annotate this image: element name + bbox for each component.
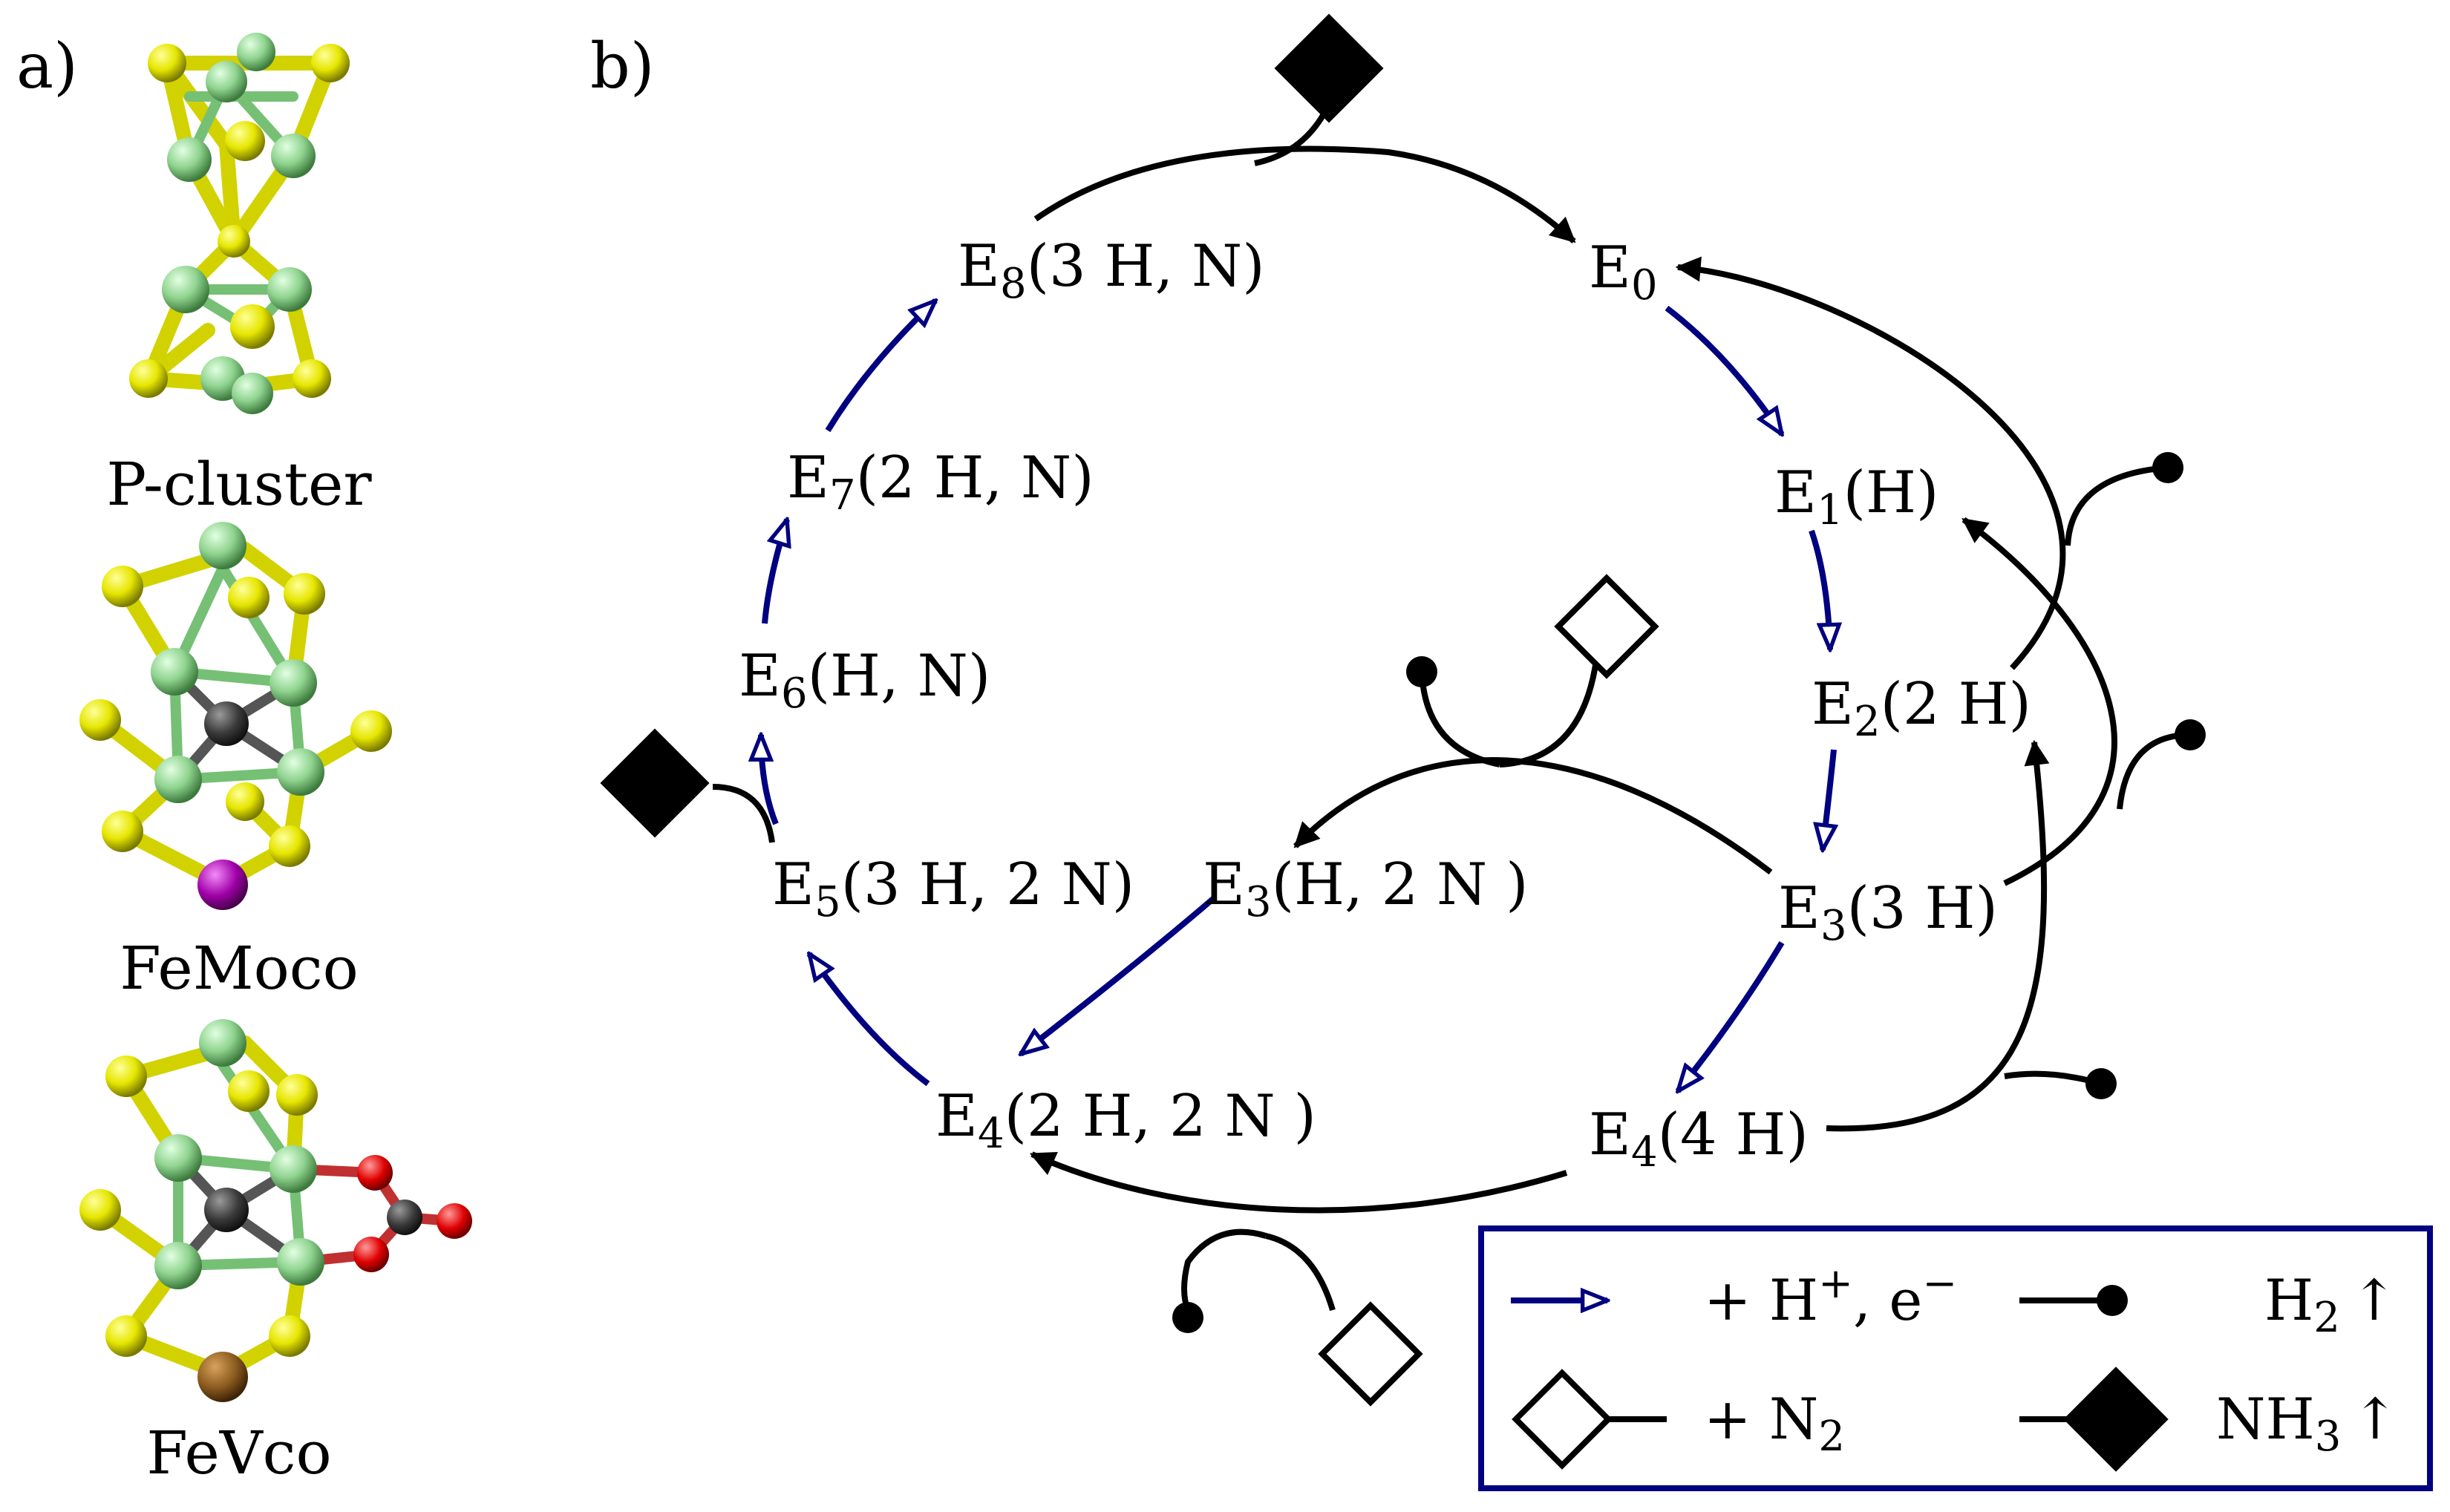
h2-release-dot [2085, 1068, 2117, 1099]
h2-release-dot [2175, 719, 2206, 750]
h2-release-dot [1406, 656, 1437, 687]
h2-release-dot [2152, 452, 2183, 483]
p-cluster-structure [129, 33, 350, 414]
n2-binding-markers [1318, 574, 1659, 1407]
state-labels: E0 E1(H) E2(2 H) E3(3 H) E3(H, 2 N ) E4(… [739, 233, 2031, 1176]
state-e3-h-2n: E3(H, 2 N ) [1203, 851, 1529, 926]
legend-nh3: NH3↑ [2216, 1386, 2399, 1461]
state-e4-2h-2n: E4(2 H, 2 N ) [935, 1083, 1316, 1158]
legend-n2: + N2 [1704, 1386, 1845, 1461]
n2-binding-diamond [1318, 1301, 1423, 1407]
side-branches [712, 102, 2191, 1312]
panel-a-label: a) [16, 30, 78, 102]
legend-proton-electron: + H+, e− [1704, 1260, 1957, 1333]
legend-box [1478, 1225, 2433, 1491]
state-e8: E8(3 H, N) [958, 233, 1265, 308]
state-e3-3h: E3(3 H) [1778, 875, 1998, 950]
nh3-release-diamond [1274, 13, 1384, 123]
state-e2: E2(2 H) [1812, 671, 2031, 746]
legend: + H+, e− H2↑ + N2 NH3↑ [1478, 1225, 2433, 1491]
state-e7: E7(2 H, N) [787, 445, 1094, 520]
state-e4-4h: E4(4 H) [1589, 1102, 1809, 1176]
h2-release-dot [1172, 1302, 1203, 1333]
state-e0: E0 [1589, 235, 1658, 310]
nh3-release-diamond [600, 728, 710, 838]
reaction-arrows [1029, 145, 2117, 1214]
proton-electron-arrows [761, 301, 1834, 1091]
legend-h2-dot-icon [2097, 1285, 2128, 1316]
fevco-structure [79, 1019, 472, 1402]
state-e1: E1(H) [1774, 459, 1938, 534]
nh3-release-markers [600, 13, 1384, 838]
femoco-structure [79, 522, 392, 910]
fevco-caption: FeVco [146, 1418, 331, 1488]
n2-binding-diamond [1554, 574, 1659, 679]
femoco-caption: FeMoco [120, 934, 359, 1003]
state-e6: E6(H, N) [739, 643, 990, 718]
h2-release-markers [1172, 452, 2206, 1333]
panel-b-label: b) [590, 30, 655, 102]
legend-h2: H2↑ [2264, 1267, 2398, 1342]
state-e5: E5(3 H, 2 N) [772, 851, 1134, 926]
p-cluster-caption: P-cluster [106, 450, 372, 519]
legend-n2-diamond-icon [1512, 1369, 1613, 1470]
legend-nh3-diamond-icon [2063, 1367, 2169, 1472]
panel-b-cycle: a) b) P-cluster FeMoco FeVco [16, 13, 2433, 1491]
panel-a-structures [79, 33, 472, 1402]
